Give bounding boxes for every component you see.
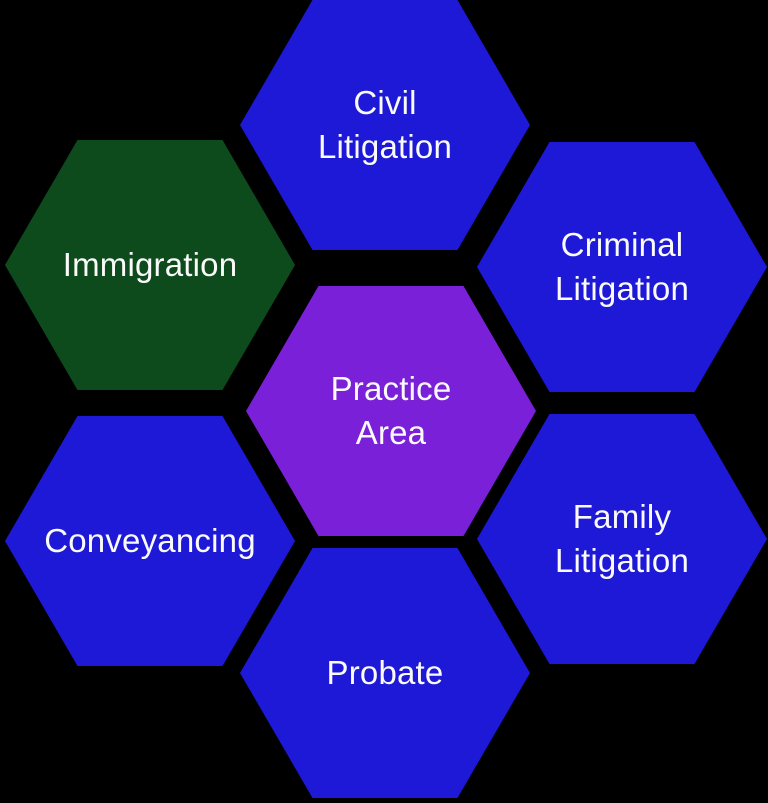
hexagon-label: Practice Area [331,367,452,454]
hexagon-label: Family Litigation [555,495,689,582]
label-line: Area [355,414,427,451]
hexagon-label: Probate [327,651,444,695]
label-line: Probate [326,654,444,692]
hexagon-label: Conveyancing [44,519,256,563]
hexagon-label: Immigration [63,243,238,287]
hexagon-label: Civil Litigation [318,81,452,168]
hexagon-probate: Probate [240,548,530,798]
label-line: Family [572,498,672,536]
label-line: Litigation [554,542,690,579]
label-line: Litigation [554,270,690,307]
label-line: Litigation [317,128,453,165]
hexagon-civil-litigation: Civil Litigation [240,0,530,250]
label-line: Immigration [62,246,238,284]
label-line: Criminal [560,226,684,264]
hexagon-criminal-litigation: Criminal Litigation [477,142,767,392]
hexagon-practice-area: Practice Area [246,286,536,536]
label-line: Conveyancing [44,522,256,560]
hexagon-conveyancing: Conveyancing [5,416,295,666]
hexagon-label: Criminal Litigation [555,223,689,310]
hexagon-family-litigation: Family Litigation [477,414,767,664]
label-line: Practice [330,370,452,408]
hexagon-immigration: Immigration [5,140,295,390]
label-line: Civil [353,84,417,122]
